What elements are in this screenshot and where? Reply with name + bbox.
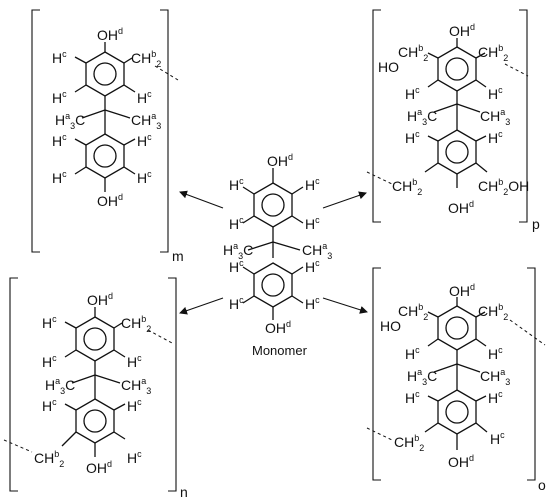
hoch2-label: HO xyxy=(378,59,399,75)
ch2-label: CHb2 xyxy=(394,433,424,453)
methyl-left-label: Ha3C xyxy=(407,107,437,127)
methyl-right-label: CHa3 xyxy=(302,241,332,261)
reaction-arrows xyxy=(179,190,368,315)
h-label: Hc xyxy=(405,85,420,102)
h-label: Hc xyxy=(405,389,420,406)
arrow-to-m xyxy=(179,190,224,209)
oh-label: OHd xyxy=(448,199,474,216)
methyl-right-label: CHa3 xyxy=(480,107,510,127)
h-label: Hc xyxy=(42,353,57,370)
h-label: Hc xyxy=(137,89,152,106)
arrow-to-o xyxy=(322,297,368,314)
oh-label: OHd xyxy=(87,291,113,308)
hoch2-label: HO xyxy=(380,318,401,334)
h-label: Hc xyxy=(405,129,420,146)
repeat-subscript-p: p xyxy=(532,216,540,232)
h-label: Hc xyxy=(488,85,503,102)
ch2-label: CHb2 xyxy=(121,314,151,334)
methyl-right-label: CHa3 xyxy=(480,367,510,387)
polymer-n: OHd Hc CHb2 Hc Hc Ha3C CHa3 Hc Hc CHb2 H… xyxy=(3,277,188,500)
h-label: Hc xyxy=(127,397,142,414)
ch2-label: CHb2 xyxy=(478,302,508,322)
h-label: Hc xyxy=(229,295,244,312)
h-label: Hc xyxy=(488,345,503,362)
oh-label: OHd xyxy=(449,22,475,39)
ch2-label: CHb2 xyxy=(398,302,428,322)
ch2-label: CHb2 xyxy=(34,449,64,469)
h-label: Hc xyxy=(42,397,57,414)
methyl-left-label: Ha3C xyxy=(55,111,85,131)
h-label: Hc xyxy=(137,169,152,186)
h-label: Hc xyxy=(305,176,320,193)
h-label: Hc xyxy=(229,258,244,275)
oh-label: OHd xyxy=(97,192,123,209)
h-label: Hc xyxy=(229,176,244,193)
repeat-subscript-m: m xyxy=(172,248,184,264)
h-label: Hc xyxy=(52,49,67,66)
polymer-o: OHd HO CHb2 CHb2 Hc Hc Ha3C CHa3 Hc Hc C… xyxy=(366,267,546,493)
h-label: Hc xyxy=(490,430,505,447)
h-label: Hc xyxy=(137,132,152,149)
ch2oh-label: CHb2OH xyxy=(478,177,529,197)
monomer-caption: Monomer xyxy=(252,343,308,358)
h-label: Hc xyxy=(405,345,420,362)
oh-label: OHd xyxy=(448,453,474,470)
h-label: Hc xyxy=(42,314,57,331)
h-label: Hc xyxy=(305,295,320,312)
methyl-left-label: Ha3C xyxy=(407,367,437,387)
repeat-subscript-n: n xyxy=(180,484,188,500)
h-label: Hc xyxy=(229,215,244,232)
ch2-label: CHb2 xyxy=(392,177,422,197)
arrow-to-p xyxy=(322,191,367,209)
ch2-label: CHb2 xyxy=(131,49,161,69)
polymer-p: OHd HO CHb2 CHb2 Hc Hc Ha3C CHa3 Hc Hc C… xyxy=(366,9,540,232)
oh-label: OHd xyxy=(449,282,475,299)
h-label: Hc xyxy=(127,353,142,370)
methyl-left-label: Ha3C xyxy=(45,376,75,396)
methyl-right-label: CHa3 xyxy=(131,111,161,131)
ch2-label: CHb2 xyxy=(478,43,508,63)
h-label: Hc xyxy=(52,169,67,186)
monomer-structure: OHd Hc Hc Hc Hc Ha3C CHa3 Hc Hc Hc Hc OH… xyxy=(223,152,332,358)
h-label: Hc xyxy=(305,215,320,232)
oh-label: OHd xyxy=(86,459,112,476)
h-label: Hc xyxy=(488,129,503,146)
h-label: Hc xyxy=(127,449,142,466)
ch2-label: CHb2 xyxy=(398,43,428,63)
methyl-left-label: Ha3C xyxy=(223,241,253,261)
h-label: Hc xyxy=(52,89,67,106)
repeat-subscript-o: o xyxy=(538,477,546,493)
oh-label: OHd xyxy=(267,152,293,169)
polymer-m: OHd Hc CHb2 Hc Hc Ha3C CHa3 Hc Hc Hc Hc … xyxy=(31,9,184,264)
h-label: Hc xyxy=(305,258,320,275)
methyl-right-label: CHa3 xyxy=(121,376,151,396)
oh-label: OHd xyxy=(97,26,123,43)
h-label: Hc xyxy=(52,132,67,149)
h-label: Hc xyxy=(488,389,503,406)
arrow-to-n xyxy=(179,297,224,315)
oh-label: OHd xyxy=(265,319,291,336)
